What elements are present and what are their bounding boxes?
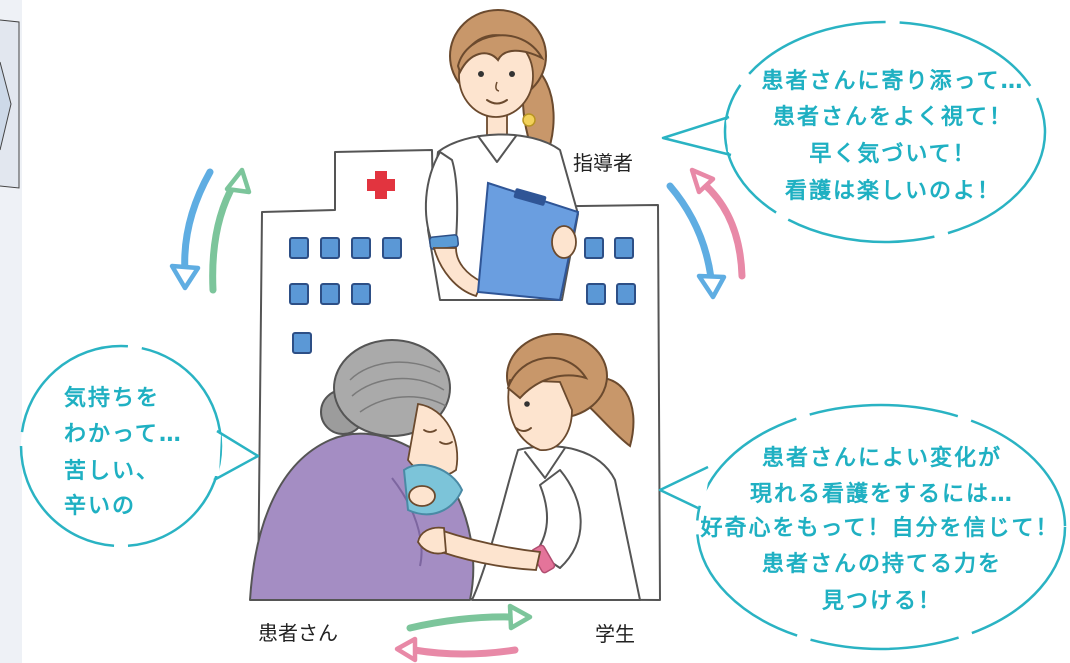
student-nurse-illustration — [417, 333, 641, 601]
instructor-speech-bubble: 患者さんに寄り添って… 患者さんをよく視て！ 早く気づいて！ 看護は楽しいのよ！ — [661, 20, 1047, 244]
window — [292, 332, 312, 354]
student-speech-bubble: 患者さんによい変化が 現れる看護をするには… 好奇心をもって！自分を信じて！ 患… — [658, 403, 1067, 651]
instructor-label: 指導者 — [573, 151, 633, 175]
bubble-line: 早く気づいて！ — [809, 141, 976, 167]
window — [614, 237, 634, 259]
window — [320, 283, 340, 305]
bubble-line: 好奇心をもって！自分を信じて！ — [700, 515, 1060, 541]
window — [584, 237, 604, 259]
arrow-right-icon — [406, 603, 533, 632]
window — [320, 237, 340, 259]
arrow-up-icon — [689, 167, 746, 280]
arrows-right-pair — [666, 167, 746, 300]
patient-label: 患者さん — [258, 621, 338, 645]
building-windows — [289, 237, 636, 354]
window — [586, 283, 606, 305]
arrow-left-icon — [394, 636, 519, 663]
student-label: 学生 — [595, 622, 635, 646]
bubble-line: 看護は楽しいのよ！ — [785, 178, 1001, 204]
bubble-line: 患者さんをよく視て！ — [773, 104, 1013, 130]
patient-speech-bubble: 気持ちを わかって… 苦しい、 辛いの — [19, 344, 260, 548]
bubble-line: 患者さんによい変化が — [762, 445, 1002, 471]
bubble-line: 苦しい、 — [64, 459, 160, 484]
bubble-line: 患者さんの持てる力を — [762, 551, 1002, 577]
bubble-line: 現れる看護をするには… — [750, 481, 1014, 507]
window — [616, 283, 636, 305]
red-cross-icon — [367, 171, 395, 199]
arrow-up-icon — [209, 167, 252, 294]
bubble-line: 辛いの — [64, 493, 136, 519]
arrows-bottom-pair — [394, 603, 533, 663]
arrows-left-pair — [169, 167, 252, 294]
page-edge-strip — [0, 0, 22, 663]
window — [351, 237, 371, 259]
window — [382, 237, 402, 259]
arrow-down-icon — [666, 182, 727, 300]
window — [351, 283, 371, 305]
window — [289, 237, 309, 259]
bubble-line: 見つける！ — [822, 589, 942, 614]
window — [289, 283, 309, 305]
arrow-down-icon — [169, 168, 214, 291]
patient-illustration — [249, 339, 475, 601]
bubble-line: わかって… — [64, 422, 183, 447]
instructor-nurse-illustration — [424, 9, 580, 302]
bubble-line: 患者さんに寄り添って… — [762, 68, 1025, 94]
bubble-line: 気持ちを — [64, 385, 160, 411]
